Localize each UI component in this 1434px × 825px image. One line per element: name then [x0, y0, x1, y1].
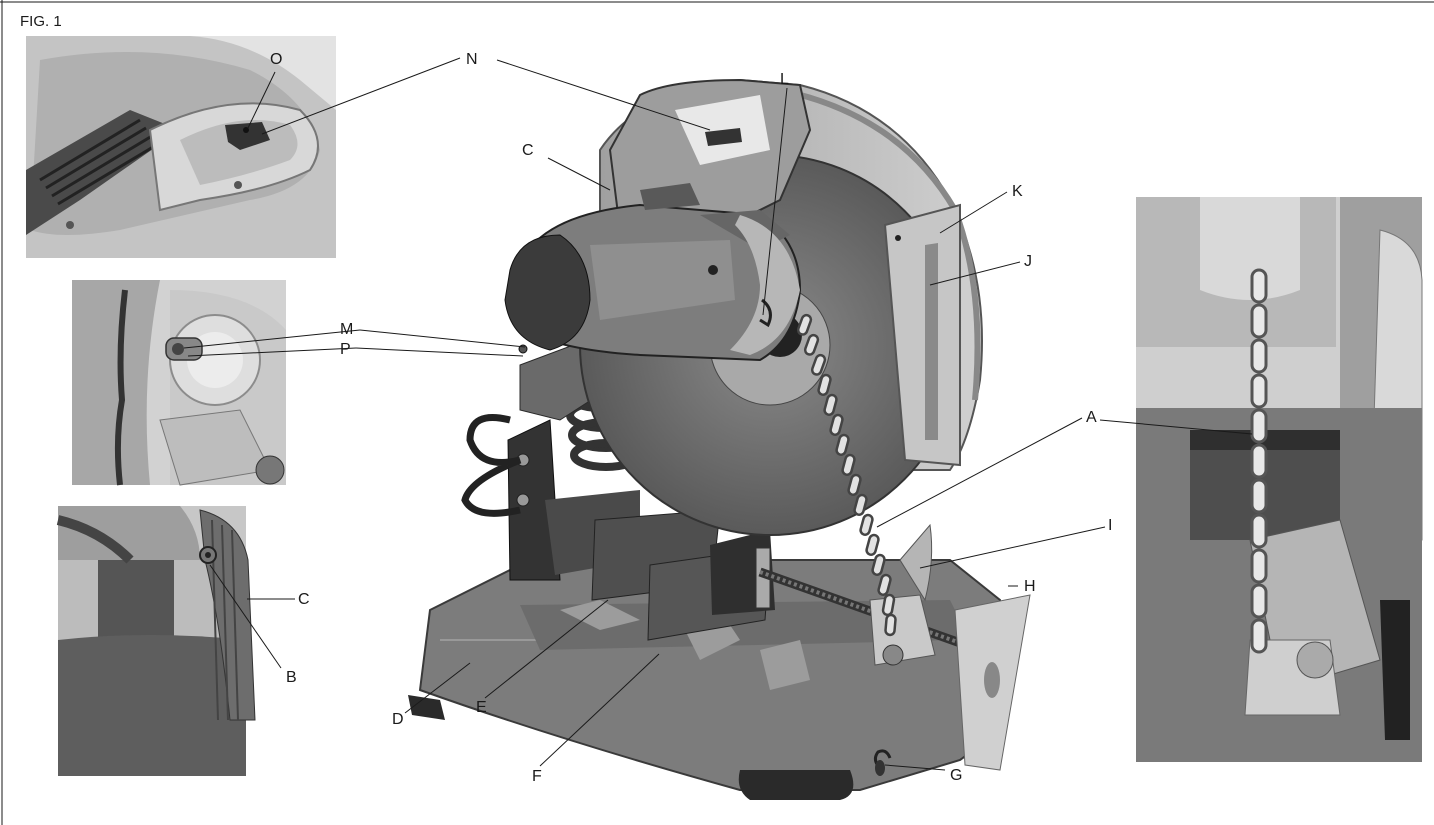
callout-f: F [532, 768, 542, 785]
callout-c-inset: C [298, 591, 310, 608]
callout-c-main: C [522, 142, 534, 159]
callout-j: J [1024, 253, 1032, 270]
callout-b: B [286, 669, 297, 686]
figure-title: FIG. 1 [20, 13, 62, 30]
callout-a: A [1086, 409, 1097, 426]
callout-h: H [1024, 578, 1036, 595]
callout-d: D [392, 711, 404, 728]
chain-links [796, 313, 897, 637]
callout-l: L [780, 71, 789, 88]
callout-n: N [466, 51, 478, 68]
inset-handle-detail [26, 36, 336, 258]
callout-m: M [340, 321, 353, 338]
callout-e: E [476, 699, 487, 716]
inset-spindle-lock-detail [72, 280, 286, 486]
inset-pivot-detail [56, 506, 256, 776]
main-saw-illustration [408, 78, 1031, 800]
callout-k: K [1012, 183, 1023, 200]
callout-o: O [270, 51, 282, 68]
callout-g: G [950, 767, 962, 784]
callout-i: I [1108, 517, 1112, 534]
leader-lines [183, 57, 1253, 771]
callout-p: P [340, 341, 351, 358]
chain-links-inset [1250, 268, 1268, 654]
inset-chain-detail [1136, 197, 1423, 762]
